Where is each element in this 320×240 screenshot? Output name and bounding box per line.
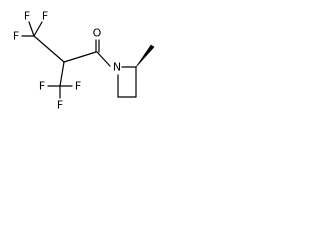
- bond-ch-to-cf3-lower: [59, 61, 65, 87]
- fluorine-label-lower-bottom: F: [57, 99, 63, 112]
- bond-c-f-upper-top-left: [28, 21, 35, 37]
- oxygen-label: O: [93, 27, 102, 40]
- bond-cf3-upper-to-ch: [33, 35, 65, 63]
- bond-c-f-upper-top-right: [33, 21, 43, 37]
- fluorine-label-upper-top-left: F: [24, 10, 30, 23]
- chemical-structure-diagram: F F F F F F O N: [13, 10, 155, 112]
- bond-carbonyl-to-n: [96, 51, 111, 67]
- nitrogen-label: N: [113, 61, 121, 74]
- fluorine-label-lower-left: F: [39, 80, 45, 93]
- fluorine-label-upper-top-right: F: [42, 10, 48, 23]
- wedge-bond-methyl: [135, 44, 155, 68]
- fluorine-label-lower-right: F: [75, 80, 81, 93]
- fluorine-label-upper-left: F: [13, 30, 19, 43]
- bond-ch-to-carbonyl: [63, 51, 97, 63]
